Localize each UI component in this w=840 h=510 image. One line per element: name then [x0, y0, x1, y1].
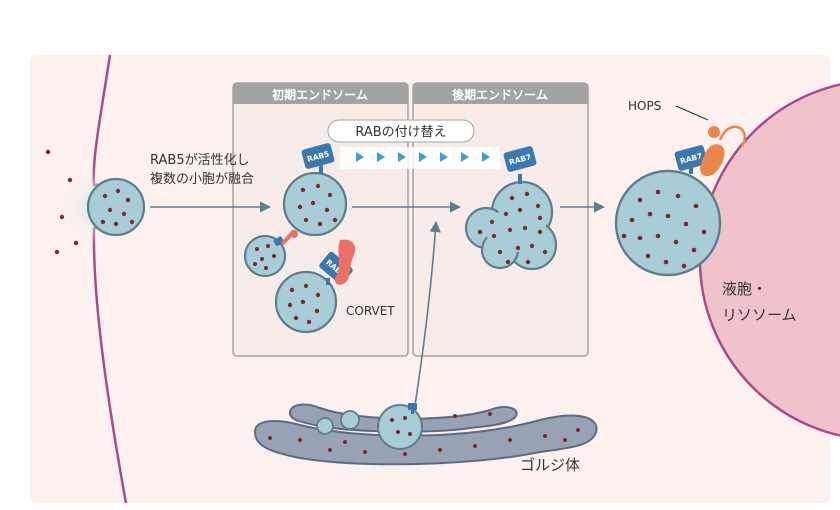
rab5-tag-early: RAB5 — [301, 143, 335, 174]
extracellular-space — [0, 55, 30, 503]
rab-switch-label: RABの付け替え — [355, 125, 446, 140]
vacuole-label-line2: リソソーム — [722, 306, 797, 324]
golgi-apparatus — [253, 403, 598, 466]
hops-label: HOPS — [628, 99, 661, 113]
golgi-label: ゴルジ体 — [520, 456, 580, 474]
rab-switch-arrows — [340, 147, 500, 169]
fusion-label-line2: 複数の小胞が融合 — [150, 171, 254, 187]
early-endosome — [282, 171, 348, 237]
early-endosome-title: 初期エンドソーム — [272, 87, 368, 102]
hops-complex — [700, 125, 746, 177]
late-endosome-cargo — [477, 191, 548, 265]
corvet-complex — [334, 239, 356, 285]
rab-switch-label-pill: RABの付け替え — [327, 119, 475, 143]
tether-small — [273, 230, 298, 247]
fusing-vesicle — [274, 270, 338, 334]
vacuole-label-line1: 液胞・ — [722, 280, 767, 298]
arrow-from-golgi — [414, 220, 441, 406]
hops-leader-line — [675, 105, 709, 121]
endocytic-vesicle — [86, 177, 146, 237]
vesicle-cargo-dots — [100, 188, 135, 227]
docking-vesicle-cargo — [621, 189, 707, 269]
corvet-label: CORVET — [346, 304, 395, 318]
late-endosome-title: 後期エンドソーム — [452, 87, 548, 102]
small-vesicle-cargo — [253, 244, 276, 270]
fusing-vesicle-cargo — [287, 283, 321, 325]
late-endosome-docking — [614, 169, 722, 277]
fusion-label-line1: RAB5が活性化し — [150, 153, 250, 168]
rab7-tag-docking: RAB7 — [674, 145, 708, 174]
rab7-tag-late: RAB7 — [503, 146, 537, 184]
early-endosome-cargo — [297, 183, 338, 227]
